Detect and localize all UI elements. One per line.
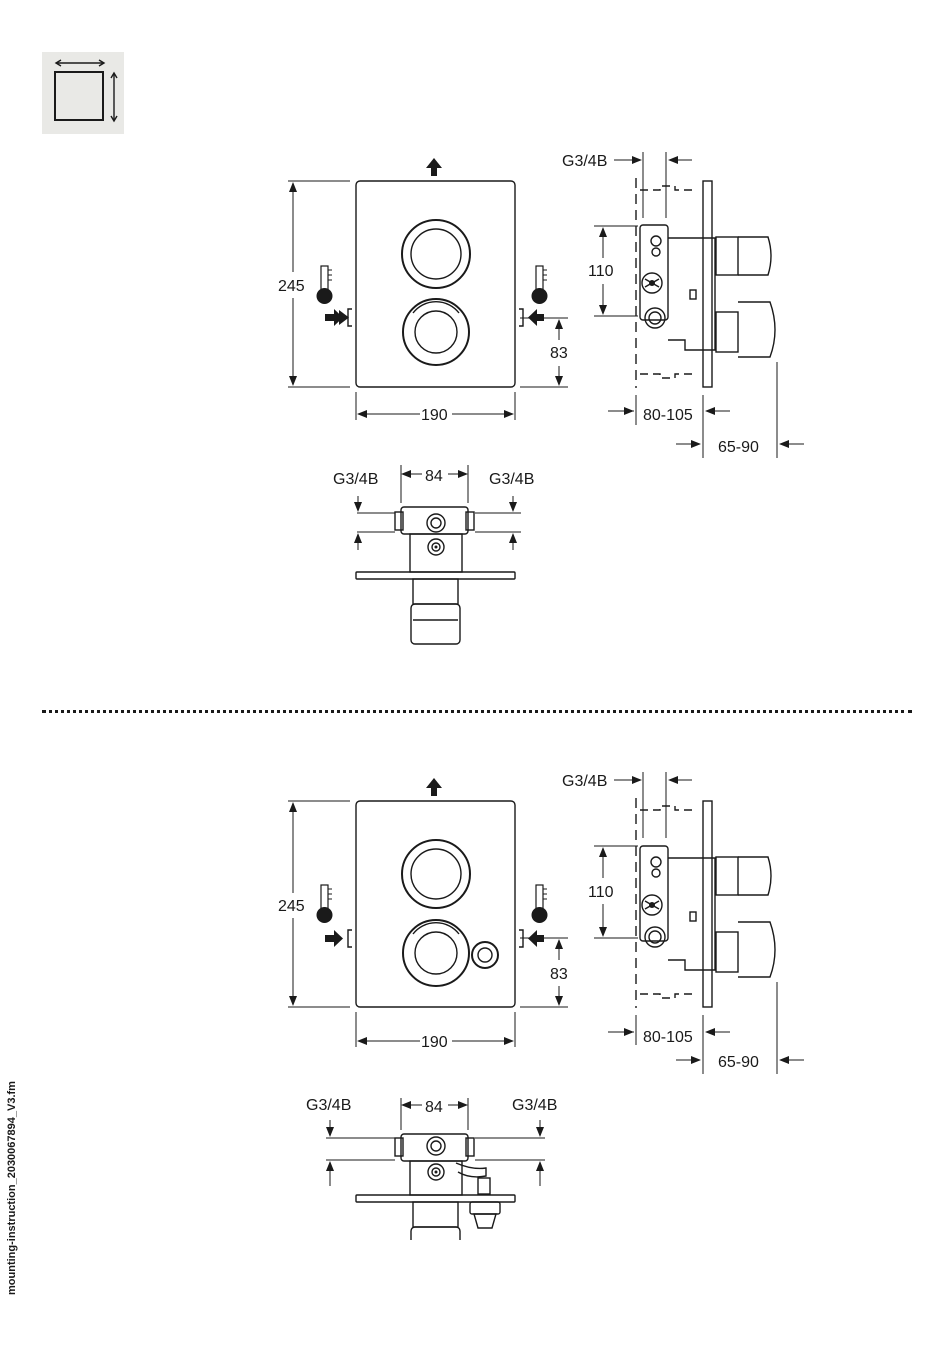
side-connection-label: G3/4B [562, 153, 607, 170]
bottom-spacing-label: 84 [425, 468, 443, 485]
side-spacing-label: 110 [588, 884, 614, 901]
projection-label: 65-90 [718, 1054, 759, 1071]
flow-direction-arrow-icon [426, 158, 442, 168]
bottom-left-connection-label: G3/4B [306, 1097, 351, 1114]
bottom-right-connection-label: G3/4B [489, 471, 534, 488]
side-spacing-label: 110 [588, 263, 614, 280]
install-depth-label: 80-105 [643, 407, 693, 424]
height-label: 245 [278, 898, 305, 915]
variant-2-drawing: 245 190 83 [0, 620, 950, 1240]
width-label: 190 [421, 1034, 448, 1051]
thermometer-hot-icon [317, 885, 333, 923]
variant-1-drawing: 245 190 83 [0, 0, 950, 700]
bottom-right-connection-label: G3/4B [512, 1097, 557, 1114]
side-connection-label: G3/4B [562, 773, 607, 790]
cover-plate [356, 801, 515, 1007]
thermometer-cold-icon [532, 266, 548, 304]
thermometer-cold-icon [532, 885, 548, 923]
flow-direction-arrow-icon [426, 778, 442, 788]
install-depth-label: 80-105 [643, 1029, 693, 1046]
thermometer-hot-icon [317, 266, 333, 304]
inlet-height-label: 83 [550, 345, 568, 362]
height-label: 245 [278, 278, 305, 295]
width-label: 190 [421, 407, 448, 424]
inlet-height-label: 83 [550, 966, 568, 983]
bottom-spacing-label: 84 [425, 1099, 443, 1116]
bottom-left-connection-label: G3/4B [333, 471, 378, 488]
projection-label: 65-90 [718, 439, 759, 456]
cover-plate [356, 181, 515, 387]
